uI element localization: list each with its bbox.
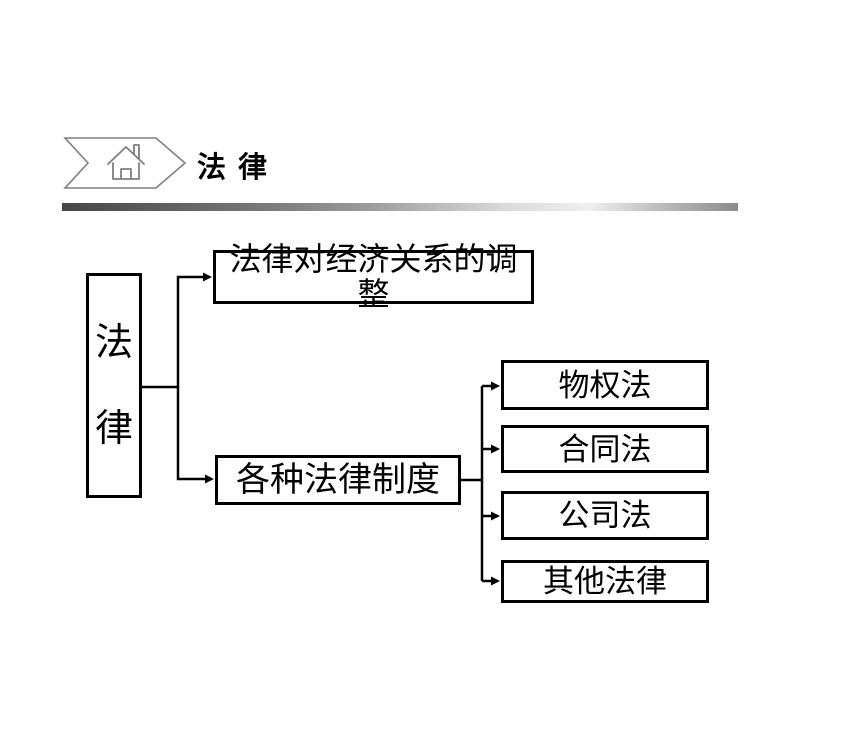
connector-to-top-branch [176, 272, 212, 387]
node-top-text: 法律对经济关系的调 整 [216, 242, 531, 312]
node-top-line-1: 法律对经济关系的调 [229, 241, 518, 277]
banner-shape [63, 137, 187, 189]
node-top-line-2: 整 [357, 276, 390, 312]
node-legal-systems: 各种法律制度 [215, 455, 461, 505]
node-other-laws: 其他法律 [501, 560, 709, 603]
node-company-law: 公司法 [501, 491, 709, 540]
node-law-adjusts-economy: 法律对经济关系的调 整 [213, 242, 534, 312]
node-contract-law: 合同法 [501, 425, 709, 473]
page-title: 法 律 [197, 152, 270, 184]
connector-to-bottom-branch [176, 387, 214, 484]
node-law-root: 法 律 [86, 273, 142, 498]
home-icon [107, 144, 145, 180]
home-banner[interactable] [63, 136, 187, 190]
root-char-bottom: 律 [94, 407, 133, 450]
root-char-top: 法 [94, 321, 133, 364]
node-property-law: 物权法 [501, 360, 709, 410]
header-divider [62, 203, 738, 211]
